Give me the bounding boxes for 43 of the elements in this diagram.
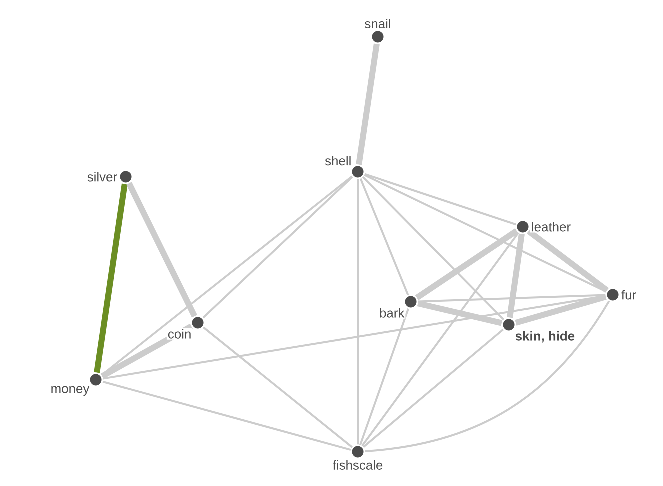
edge-line <box>365 300 610 453</box>
graph-node: silver <box>86 170 134 184</box>
edge-line <box>417 300 503 326</box>
edge-line <box>515 294 607 326</box>
edge-line <box>364 174 607 293</box>
node-label: snail <box>365 19 390 29</box>
graph-node: shell <box>324 155 366 180</box>
graph-node: fishscale <box>332 444 384 471</box>
node-label: fishscale <box>333 460 383 470</box>
edge-line <box>357 179 359 445</box>
edge-line <box>356 44 380 166</box>
edge-line <box>102 380 352 452</box>
graph-node: fur <box>606 288 638 302</box>
node-label: money <box>52 386 90 396</box>
graph-node: bark <box>378 294 418 319</box>
edge-line <box>526 228 610 293</box>
edge-line <box>203 326 353 448</box>
node-label: bark <box>380 308 405 318</box>
node-label: skin, hide <box>516 331 575 343</box>
edge-line <box>126 182 198 318</box>
node-label: fur <box>622 290 636 300</box>
edge-line <box>418 294 606 303</box>
node-label: leather <box>532 222 571 232</box>
edge-line <box>359 308 410 446</box>
edge-line <box>364 173 516 226</box>
edge-line <box>415 228 519 300</box>
edge-line <box>100 324 194 380</box>
edge-line <box>360 178 410 296</box>
edge-line <box>202 176 354 319</box>
node-label: shell <box>325 156 351 166</box>
edge-line <box>94 184 128 374</box>
graph-node: snail <box>364 18 392 44</box>
graph-node: leather <box>516 220 572 234</box>
edge-line <box>362 328 504 448</box>
edge-line <box>361 232 520 447</box>
node-label: coin <box>168 329 191 339</box>
edge-line <box>101 176 353 376</box>
graph-node: coin <box>166 316 206 340</box>
edge-line <box>362 176 505 321</box>
edge-line <box>507 234 525 318</box>
graph-node: money <box>50 372 104 397</box>
node-label: silver <box>88 172 118 182</box>
graph-node: skin, hide <box>502 318 576 344</box>
